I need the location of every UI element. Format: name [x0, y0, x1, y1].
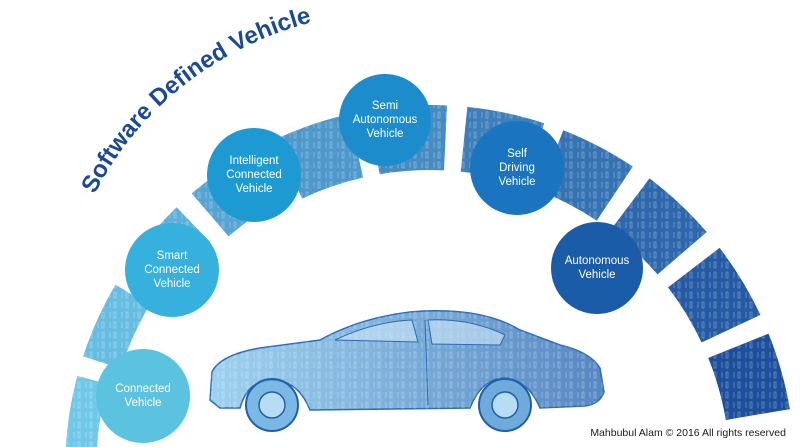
- stage-circles: [96, 74, 643, 443]
- stage-circle: [125, 223, 219, 317]
- arc-segment-binary-texture: [83, 284, 150, 369]
- stage-label-line: Vehicle: [153, 278, 191, 290]
- stage-label-line: Vehicle: [366, 128, 404, 140]
- stage-label-line: Autonomous: [352, 114, 418, 126]
- arc-segment-binary-texture: [668, 247, 761, 343]
- stage-label-line: Vehicle: [498, 176, 536, 188]
- stage-circle: [96, 349, 190, 443]
- stage-label-line: Driving: [499, 162, 535, 174]
- stage-label-line: Connected: [144, 264, 200, 276]
- stage-label-line: Connected: [115, 383, 171, 395]
- arc-segment-binary-texture: [539, 130, 633, 221]
- stage-circle: [207, 128, 301, 222]
- stage-label-line: Self: [507, 148, 527, 160]
- stage-circle: [470, 121, 564, 215]
- stage-circle: [339, 74, 431, 166]
- stage-label-line: Autonomous: [564, 255, 630, 267]
- copyright-notice: Mahbubul Alam © 2016 All rights reserved: [590, 427, 786, 439]
- stage-label-line: Vehicle: [124, 397, 162, 409]
- stage-label-line: Semi: [371, 100, 399, 112]
- stage-label-line: Vehicle: [578, 269, 616, 281]
- stage-label-line: Vehicle: [235, 183, 273, 195]
- stage-circle: [551, 222, 643, 314]
- arc-segment-binary-texture: [708, 333, 790, 420]
- stage-label-line: Connected: [226, 169, 282, 181]
- stage-label-line: Intelligent: [229, 155, 279, 167]
- stage-label-line: Smart: [156, 250, 188, 262]
- car-illustration: [209, 310, 605, 432]
